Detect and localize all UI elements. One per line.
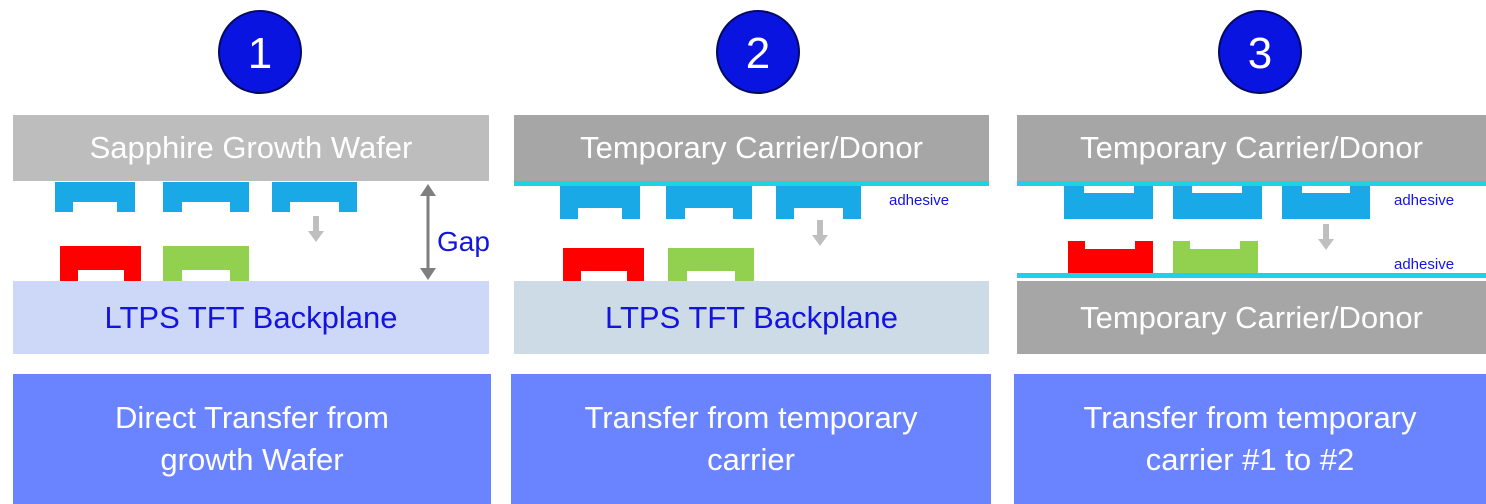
- caption-panel-1: Direct Transfer from growth Wafer: [13, 374, 491, 504]
- adhesive-line-bottom-3: [1017, 273, 1486, 278]
- caption-3-line-2: carrier #1 to #2: [1145, 442, 1355, 477]
- green-led-chip: [668, 248, 754, 281]
- step-number-3-badge: 3: [1218, 10, 1302, 94]
- step-number-2-badge: 2: [716, 10, 800, 94]
- blue-led-chip: [163, 182, 249, 212]
- blue-led-chip: [1282, 186, 1370, 219]
- red-led-chip: [1068, 241, 1153, 273]
- step-number-1-badge: 1: [218, 10, 302, 94]
- adhesive-label-2: adhesive: [889, 192, 950, 209]
- adhesive-line-top-3: [1017, 181, 1486, 186]
- ltps-backplane-layer-2: LTPS TFT Backplane: [514, 281, 989, 354]
- down-arrow-icon: [1318, 224, 1334, 250]
- red-led-chip: [60, 246, 141, 281]
- green-led-chip: [1173, 241, 1258, 273]
- caption-2-line-1: Transfer from temporary: [584, 400, 918, 435]
- blue-led-chip: [272, 182, 357, 212]
- ltps-backplane-layer-1: LTPS TFT Backplane: [13, 281, 489, 354]
- temporary-carrier-top-layer-3: Temporary Carrier/Donor: [1017, 115, 1486, 181]
- down-arrow-icon: [812, 220, 828, 246]
- adhesive-label-bottom-3: adhesive: [1394, 256, 1455, 273]
- blue-led-chip: [1064, 186, 1153, 219]
- down-arrow-icon: [308, 216, 324, 242]
- blue-led-chip: [776, 186, 861, 219]
- caption-1-line-1: Direct Transfer from: [115, 400, 389, 435]
- caption-1-line-2: growth Wafer: [160, 442, 344, 477]
- gap-double-arrow-icon: [420, 184, 436, 280]
- sapphire-growth-wafer-layer: Sapphire Growth Wafer: [13, 115, 489, 181]
- green-led-chip: [163, 246, 249, 281]
- blue-led-chip: [666, 186, 752, 219]
- adhesive-line-2: [514, 181, 989, 186]
- caption-panel-2: Transfer from temporary carrier: [511, 374, 991, 504]
- caption-panel-3: Transfer from temporary carrier #1 to #2: [1014, 374, 1486, 504]
- temporary-carrier-layer-2: Temporary Carrier/Donor: [514, 115, 989, 181]
- gap-label: Gap: [437, 226, 490, 257]
- caption-3-line-1: Transfer from temporary: [1083, 400, 1417, 435]
- temporary-carrier-bottom-layer-3: Temporary Carrier/Donor: [1017, 281, 1486, 354]
- blue-led-chip: [1173, 186, 1262, 219]
- caption-2-line-2: carrier: [707, 442, 795, 477]
- red-led-chip: [563, 248, 644, 281]
- blue-led-chip: [560, 186, 640, 219]
- blue-led-chip: [55, 182, 135, 212]
- adhesive-label-top-3: adhesive: [1394, 192, 1455, 209]
